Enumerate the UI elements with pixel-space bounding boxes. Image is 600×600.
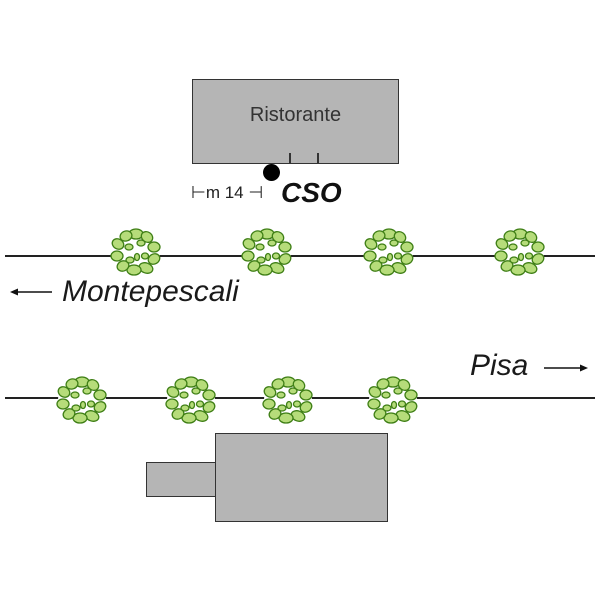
tree-icon (109, 227, 163, 277)
distance-bracket-right: ⊣ (248, 183, 264, 202)
tree-icon (366, 375, 420, 425)
upper-road (5, 255, 595, 257)
building-tick (289, 153, 291, 163)
restaurant-label: Ristorante (249, 104, 342, 126)
restaurant-building: Ristorante (192, 79, 399, 164)
lower-road (5, 397, 595, 399)
left-arrow-icon (10, 288, 52, 296)
pisa-label: Pisa (470, 349, 529, 382)
distance-indicator: ⊢m 14 ⊣ (191, 183, 263, 203)
building-tick (317, 153, 319, 163)
lower-building-annex (146, 462, 217, 497)
location-marker-dot (263, 164, 280, 181)
tree-icon (164, 375, 218, 425)
tree-icon (55, 375, 109, 425)
right-arrow-icon (544, 364, 588, 372)
tree-icon (362, 227, 416, 277)
distance-label: m 14 (205, 183, 244, 202)
montepescali-label: Montepescali (62, 275, 239, 308)
tree-icon (493, 227, 547, 277)
lower-building (215, 433, 388, 522)
cso-label: CSO (281, 177, 342, 208)
tree-icon (240, 227, 294, 277)
distance-bracket-left: ⊢ (191, 183, 206, 202)
tree-icon (261, 375, 315, 425)
